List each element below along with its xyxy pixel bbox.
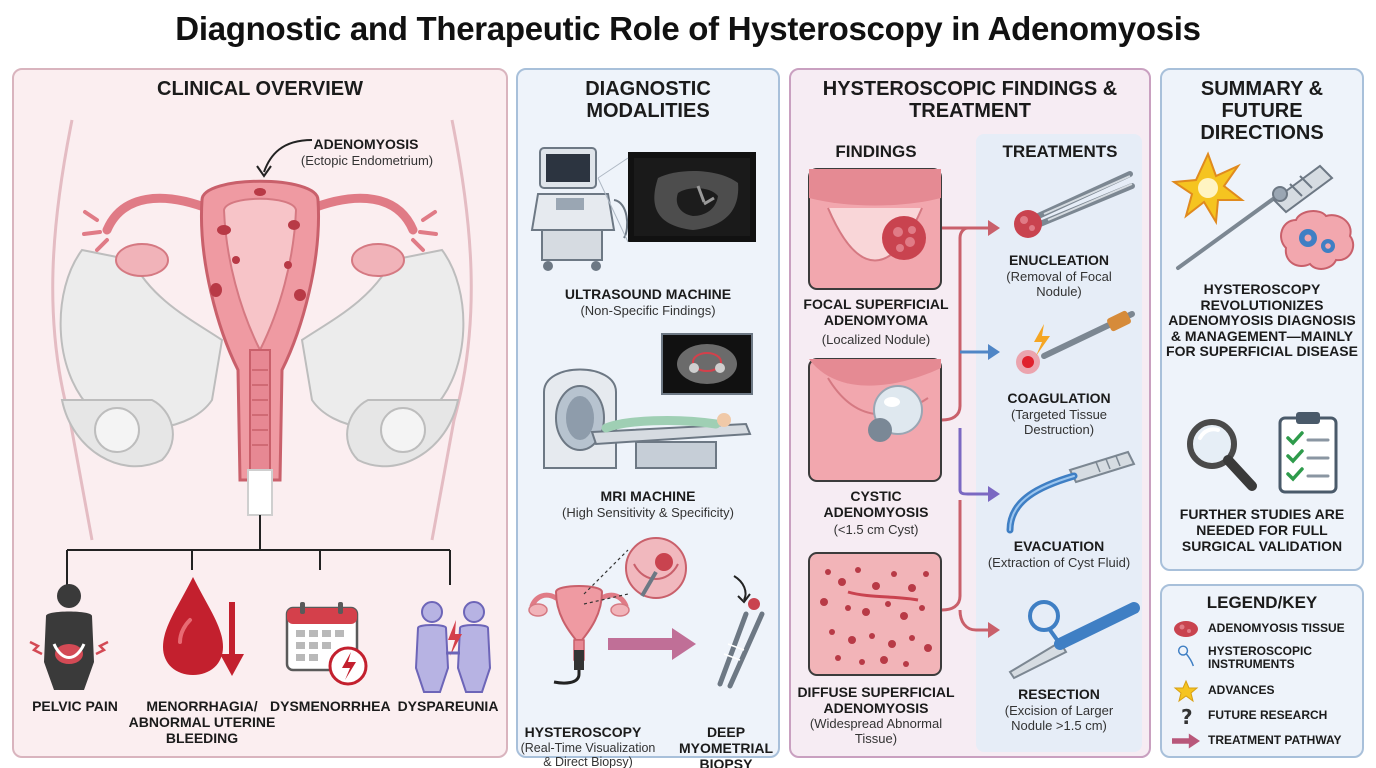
calendar-icon: [285, 602, 368, 686]
legend-item-instruments: HYSTEROSCOPIC INSTRUMENTS: [1168, 644, 1360, 676]
finding-sublabel-cystic: (<1.5 cm Cyst): [833, 522, 919, 537]
treatment-sublabel-evacuation: (Extraction of Cyst Fluid): [987, 555, 1131, 570]
treatments-heading: TREATMENTS: [1002, 142, 1118, 161]
legend-item-advances: ADVANCES: [1168, 679, 1360, 703]
legend-label-future-research: FUTURE RESEARCH: [1208, 708, 1328, 722]
ultrasound-machine-icon: [530, 147, 756, 271]
treatment-label-evacuation: EVACUATION: [1013, 538, 1105, 554]
svg-text:?: ?: [1181, 705, 1193, 729]
treatment-sublabel-resection: (Excision of Larger Nodule >1.5 cm): [1004, 703, 1114, 733]
forceps-icon: [1014, 171, 1135, 238]
hysteroscopy-biopsy-illustration: [528, 537, 765, 689]
summary-text-revolutionizes: HYSTEROSCOPY REVOLUTIONIZES ADENOMYOSIS …: [1166, 281, 1358, 359]
mri-label: MRI MACHINE: [600, 488, 696, 504]
question-mark-icon: ?: [1181, 705, 1193, 729]
finding-sublabel-diffuse: (Widespread Abnormal Tissue): [809, 716, 943, 746]
symptom-label-dyspareunia: DYSPAREUNIA: [397, 698, 499, 714]
cystic-adenomyosis-image: [808, 358, 942, 482]
mri-sublabel: (High Sensitivity & Specificity): [562, 505, 734, 520]
symptom-label-menorrhagia: MENORRHAGIA/ ABNORMAL UTERINE BLEEDING: [128, 698, 276, 746]
focal-adenomyoma-image: [808, 168, 942, 290]
treatment-sublabel-enucleation: (Removal of Focal Nodule): [1006, 269, 1112, 299]
mri-machine-icon: [543, 333, 753, 469]
symptom-connector: [66, 515, 451, 585]
legend-label-treatment-pathway: TREATMENT PATHWAY: [1208, 733, 1342, 747]
findings-treatment-heading: HYSTEROSCOPIC FINDINGS & TREATMENT: [822, 78, 1118, 122]
adenomyosis-label: ADENOMYOSIS: [313, 136, 419, 152]
findings-heading: FINDINGS: [835, 142, 917, 161]
legend-label-advances: ADVANCES: [1208, 683, 1275, 697]
finding-label-cystic: CYSTIC ADENOMYOSIS: [823, 488, 929, 520]
legend-item-future-research: ? FUTURE RESEARCH: [1168, 705, 1360, 729]
pelvic-pain-icon: [29, 584, 109, 690]
instrument-loop-icon: [1177, 645, 1195, 667]
hysteroscopy-label: HYSTEROSCOPY: [524, 724, 642, 740]
resectoscope-loop-icon: [1008, 600, 1140, 680]
legend-heading: LEGEND/KEY: [1206, 593, 1318, 612]
treatment-label-enucleation: ENUCLEATION: [1008, 252, 1110, 268]
diffuse-adenomyosis-image: [808, 552, 942, 676]
adenomyosis-tissue-icon: [1174, 621, 1198, 637]
symptom-label-dysmenorrhea: DYSMENORRHEA: [270, 698, 391, 714]
evacuation-cannula-icon: [1006, 450, 1136, 534]
brain-gears-icon: [1280, 210, 1355, 270]
uterus-pelvis-illustration: [51, 119, 473, 541]
checklist-clipboard-icon: [1278, 412, 1338, 494]
couple-icon: [414, 601, 492, 693]
hysteroscopy-sublabel: (Real-Time Visualization & Direct Biopsy…: [520, 741, 656, 768]
treatment-pathway-arrows: [941, 220, 1000, 638]
pathway-arrow-icon: [1172, 733, 1200, 749]
biopsy-label: DEEP MYOMETRIAL BIOPSY: [678, 724, 774, 768]
legend-item-tissue: ADENOMYOSIS TISSUE: [1168, 618, 1360, 640]
summary-text-further-studies: FURTHER STUDIES ARE NEEDED FOR FULL SURG…: [1179, 506, 1345, 554]
clinical-overview-heading: CLINICAL OVERVIEW: [157, 78, 363, 100]
finding-label-focal: FOCAL SUPERFICIAL ADENOMYOMA: [803, 296, 949, 328]
ultrasound-sublabel: (Non-Specific Findings): [580, 303, 716, 318]
treatment-sublabel-coagulation: (Targeted Tissue Destruction): [1010, 407, 1108, 437]
magnifier-icon: [1187, 419, 1257, 491]
page-title: Diagnostic and Therapeutic Role of Hyste…: [175, 10, 1201, 47]
legend-label-tissue: ADENOMYOSIS TISSUE: [1208, 621, 1345, 635]
star-icon: [1173, 679, 1199, 703]
treatment-label-resection: RESECTION: [1018, 686, 1100, 702]
summary-heading: SUMMARY & FUTURE DIRECTIONS: [1200, 78, 1324, 144]
diagnostic-modalities-heading: DIAGNOSTIC MODALITIES: [585, 78, 711, 122]
finding-sublabel-focal: (Localized Nodule): [821, 332, 931, 347]
advances-starburst-icon: [1171, 151, 1245, 226]
legend-panel: [1160, 584, 1364, 758]
ultrasound-label: ULTRASOUND MACHINE: [564, 286, 732, 302]
symptom-label-pelvic-pain: PELVIC PAIN: [32, 698, 118, 714]
legend-item-treatment-pathway: TREATMENT PATHWAY: [1168, 730, 1360, 752]
blood-drop-icon: [163, 577, 244, 676]
adenomyosis-sublabel: (Ectopic Endometrium): [300, 153, 434, 168]
treatment-label-coagulation: COAGULATION: [1007, 390, 1111, 406]
legend-label-instruments: HYSTEROSCOPIC INSTRUMENTS: [1208, 644, 1313, 671]
hysteroscope-icon: [1176, 164, 1334, 270]
coagulation-probe-icon: [1016, 310, 1135, 374]
finding-label-diffuse: DIFFUSE SUPERFICIAL ADENOMYOSIS: [797, 684, 955, 716]
